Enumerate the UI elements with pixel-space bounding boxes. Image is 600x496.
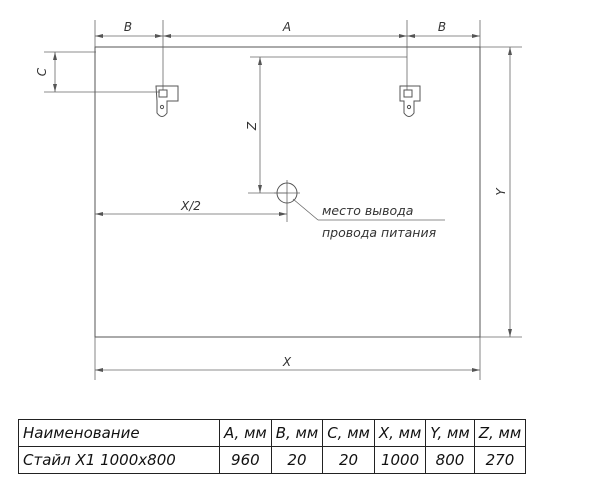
dim-label-z: Z [245, 121, 259, 131]
header-x: X, мм [373, 419, 427, 447]
cell-a: 960 [219, 446, 272, 474]
note-line-2: провода питания [322, 225, 437, 240]
x-half-dimension [95, 212, 287, 216]
cell-b: 20 [270, 446, 324, 474]
wire-outlet-marker [274, 180, 300, 222]
header-a: A, мм [219, 419, 272, 447]
top-dimension-chain [94, 20, 481, 90]
bracket-left [155, 85, 179, 117]
header-c: C, мм [322, 419, 375, 447]
table-row: Стайл X1 1000x800 960 20 20 1000 800 270 [18, 446, 527, 474]
c-dimension [44, 51, 160, 93]
z-dimension [248, 56, 407, 194]
bracket-right [399, 85, 421, 117]
cell-x: 1000 [373, 446, 427, 474]
y-dimension [480, 46, 522, 338]
header-y: Y, мм [425, 419, 475, 447]
cell-y: 800 [425, 446, 475, 474]
dim-label-x-half: X/2 [180, 199, 201, 213]
header-name: Наименование [18, 419, 220, 447]
dim-label-b-left: B [124, 20, 132, 34]
x-dimension [94, 337, 481, 380]
cell-name: Стайл X1 1000x800 [18, 446, 220, 474]
header-z: Z, мм [473, 419, 527, 447]
dim-label-y: Y [494, 187, 508, 196]
spec-table: Наименование A, мм B, мм C, мм X, мм Y, … [18, 419, 527, 474]
cell-c: 20 [322, 446, 375, 474]
dim-label-c: C [35, 67, 49, 76]
header-b: B, мм [270, 419, 324, 447]
dim-label-b-right: B [438, 20, 446, 34]
mirror-outline [94, 46, 481, 338]
technical-drawing: B A B C Z X/2 [35, 20, 522, 380]
note-leader [292, 198, 445, 221]
table-header-row: Наименование A, мм B, мм C, мм X, мм Y, … [18, 419, 527, 447]
dim-label-a: A [282, 20, 291, 34]
dim-label-x: X [282, 355, 292, 369]
cell-z: 270 [473, 446, 527, 474]
note-line-1: место вывода [322, 203, 413, 218]
